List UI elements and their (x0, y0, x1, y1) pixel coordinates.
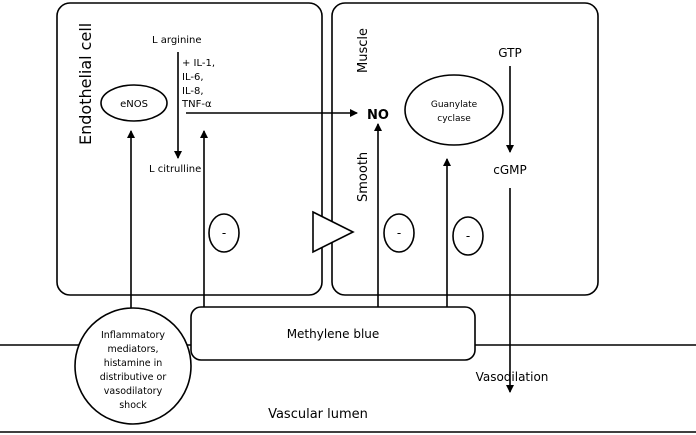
cytokine-1: + IL-1, (182, 58, 215, 69)
inhibit-sign-text: - (397, 226, 401, 240)
methylene-blue-box (190, 306, 476, 361)
endothelial-cell-label: Endothelial cell (76, 23, 95, 145)
gtp-label: GTP (498, 46, 521, 60)
muscle-label: Muscle (356, 28, 371, 73)
methylene-blue-label: Methylene blue (287, 327, 380, 341)
vasodilation-label: Vasodilation (476, 370, 549, 384)
cytokine-3: IL-8, (182, 86, 204, 97)
inflammatory-line-6: shock (119, 400, 147, 411)
inflammatory-line-3: histamine in (104, 358, 163, 369)
guanylate-cyclase-ellipse (404, 74, 504, 146)
inflammatory-line-5: vasodilatory (104, 386, 163, 397)
inhibit-sign-endothelial (208, 213, 240, 253)
inhibit-sign-no (383, 213, 415, 253)
inhibit-sign-text: - (466, 229, 470, 243)
smooth-muscle-cell-box (331, 2, 599, 296)
inflammatory-line-1: Inflammatory (101, 330, 165, 341)
inflammatory-line-4: distributive or (100, 372, 167, 383)
triangle-connector (312, 210, 355, 254)
cytokine-2: IL-6, (182, 72, 204, 83)
inhibit-sign-text: - (222, 226, 226, 240)
inflammatory-line-2: mediators, (107, 344, 158, 355)
guanylate-label-1: Guanylate (431, 100, 478, 110)
l-arginine-label: L arginine (152, 35, 202, 46)
guanylate-label-2: cyclase (437, 114, 471, 124)
vascular-lumen-label: Vascular lumen (268, 407, 368, 422)
cytokine-4: TNF-α (181, 99, 212, 110)
inhibit-sign-guanylate (452, 216, 484, 256)
enos-label: eNOS (120, 99, 148, 110)
cgmp-label: cGMP (493, 163, 527, 177)
endothelial-cell-box (56, 2, 323, 296)
enos-ellipse (100, 84, 168, 122)
l-citrulline-label: L citrulline (149, 164, 201, 175)
smooth-label: Smooth (356, 152, 371, 202)
no-label: NO (367, 108, 389, 123)
inflammatory-mediators-circle (74, 307, 192, 425)
